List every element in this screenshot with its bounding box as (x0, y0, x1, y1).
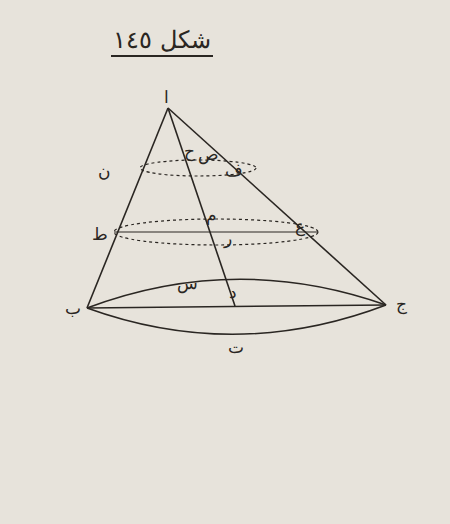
point-label: ج (396, 296, 407, 313)
base-front-arc (87, 305, 386, 334)
middle-diameter (114, 231, 318, 232)
point-label: ت (228, 339, 244, 356)
point-label: ح (184, 143, 195, 160)
point-label: ص (198, 146, 219, 163)
cone-side (168, 108, 386, 305)
point-label: ع (295, 218, 305, 235)
base-diameter (87, 305, 386, 308)
cone-axis (168, 108, 235, 306)
point-label: ف (225, 162, 243, 179)
base-back-arc (87, 279, 386, 308)
point-label: ا (164, 89, 169, 106)
point-label: ر (224, 230, 232, 247)
point-label: ب (65, 300, 81, 317)
point-label: ن (98, 163, 110, 180)
point-label: س (177, 275, 198, 292)
point-label: م (206, 207, 217, 224)
cone-side (87, 108, 168, 308)
figure-title: شكل ١٤٥ (111, 27, 213, 57)
point-label: د (229, 284, 237, 301)
point-label: ط (92, 226, 108, 243)
